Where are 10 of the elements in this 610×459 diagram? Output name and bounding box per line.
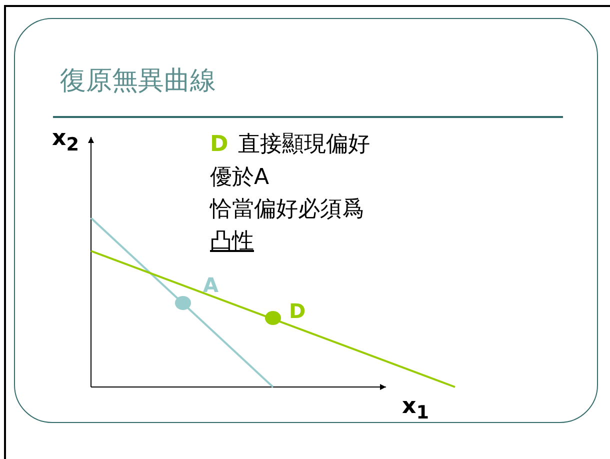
slide-title: 復原無異曲線 (60, 65, 216, 98)
statement-text: 凸性 (210, 230, 254, 254)
statement-text: 恰當偏好必須爲 (210, 198, 364, 222)
point-label: A (203, 274, 218, 296)
statement-text: 直接顯現偏好 (238, 133, 370, 158)
point-label: D (289, 300, 306, 322)
axis-label: x$_{2}$ (52, 127, 79, 156)
axis-label: x$_{1}$ (402, 395, 429, 424)
statement-text: 優於A (210, 166, 270, 190)
statement-text: D (210, 133, 228, 158)
